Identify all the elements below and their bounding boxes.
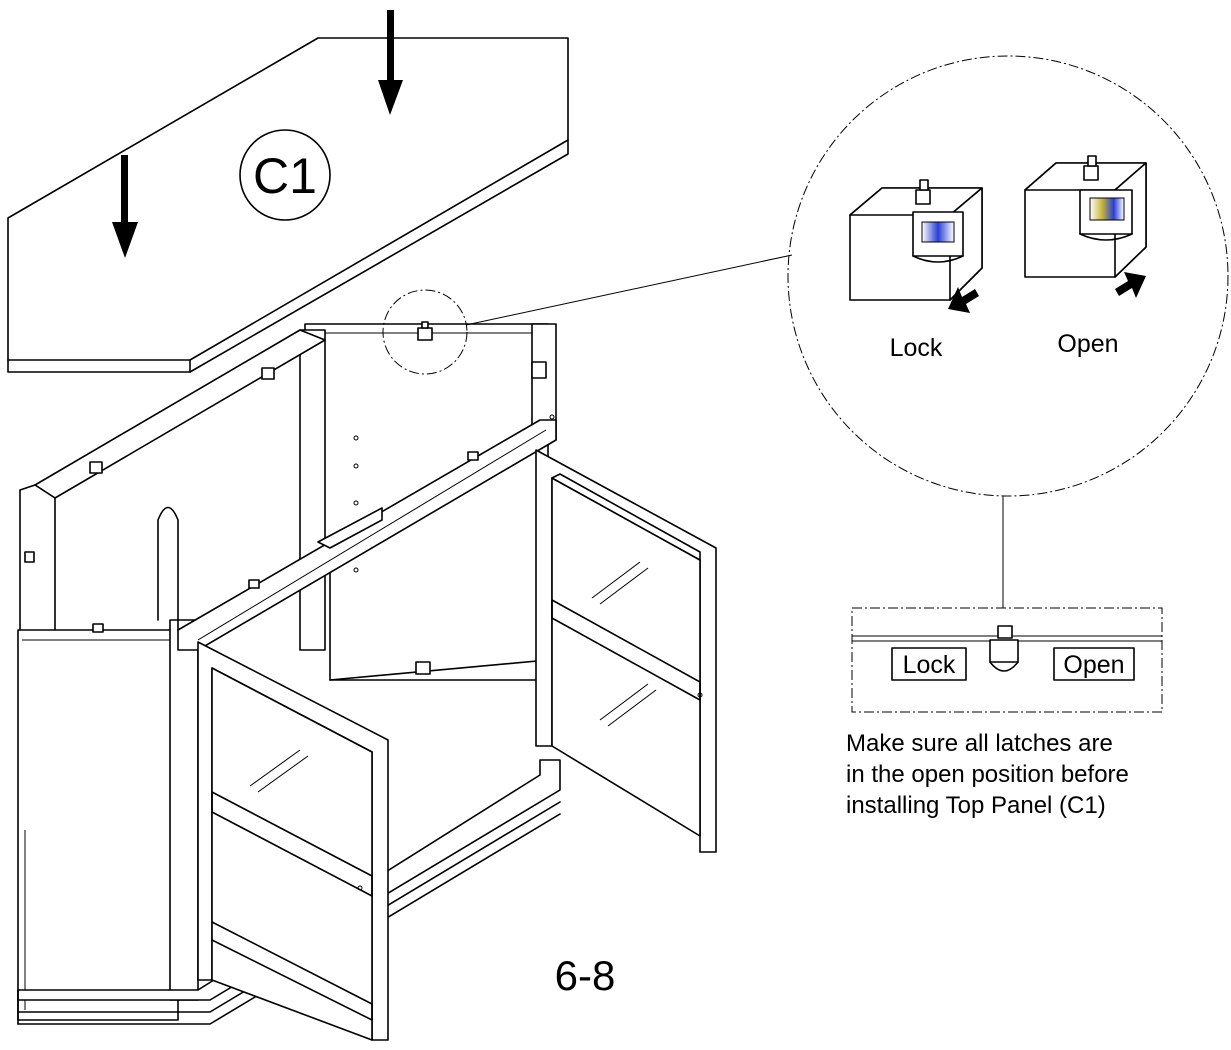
latch-icon bbox=[415, 661, 431, 675]
left-glass-door bbox=[197, 641, 389, 1041]
instruction-note: Make sure all latches are in the open po… bbox=[846, 728, 1226, 821]
callout-leader-line bbox=[465, 254, 793, 326]
latch-icon bbox=[467, 451, 479, 461]
inset-lock-box bbox=[891, 647, 967, 681]
page-number: 6-8 bbox=[554, 952, 616, 999]
down-arrow-icon bbox=[378, 10, 403, 115]
detail-magnify-circle bbox=[787, 55, 1229, 497]
inset-lock-label: Lock bbox=[903, 651, 956, 679]
latch-icon bbox=[92, 623, 104, 633]
latch-icon bbox=[89, 461, 103, 474]
latch-icon bbox=[531, 361, 547, 379]
arrow-up-right-icon bbox=[1115, 272, 1146, 298]
inset-open-box bbox=[1053, 647, 1135, 681]
latch-open-detail bbox=[1024, 155, 1147, 278]
callout-circle bbox=[382, 289, 468, 375]
right-glass-door bbox=[535, 449, 717, 853]
latch-icon bbox=[24, 551, 35, 563]
latch-icon bbox=[261, 367, 275, 380]
part-label-text: C1 bbox=[253, 148, 317, 204]
latch-icon bbox=[417, 321, 433, 341]
instruction-line: in the open position before bbox=[846, 761, 1129, 788]
arrow-down-left-icon bbox=[948, 287, 979, 313]
detail-lock-label: Lock bbox=[890, 334, 943, 362]
inset-latch bbox=[989, 625, 1019, 672]
inset-box bbox=[851, 607, 1163, 713]
instruction-line: Make sure all latches are bbox=[846, 730, 1113, 757]
detail-open-label: Open bbox=[1057, 330, 1118, 358]
instruction-line: installing Top Panel (C1) bbox=[846, 792, 1106, 819]
latch-icon bbox=[248, 579, 260, 589]
down-arrow-icon bbox=[112, 155, 138, 258]
inset-open-label: Open bbox=[1063, 651, 1124, 679]
part-label-c1: C1 bbox=[239, 129, 331, 221]
latch-lock-detail bbox=[849, 179, 983, 301]
